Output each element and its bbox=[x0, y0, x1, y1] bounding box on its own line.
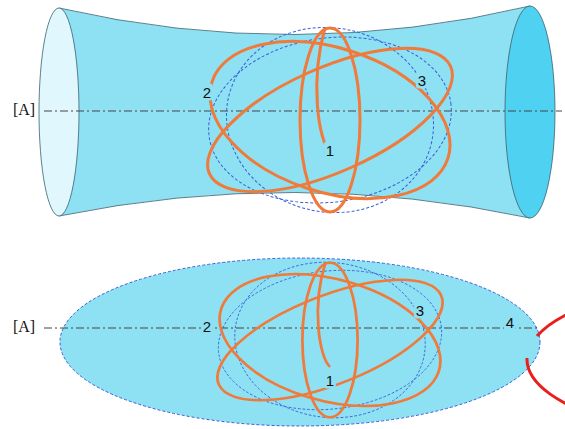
axis-label: [A] bbox=[11, 318, 37, 336]
axis-line bbox=[44, 328, 540, 329]
callout-number: 1 bbox=[324, 142, 336, 159]
axis-line bbox=[44, 111, 562, 112]
red-geodesic bbox=[527, 279, 565, 429]
geodesic-curves bbox=[188, 8, 471, 231]
callout-number: 4 bbox=[504, 314, 516, 331]
callout-number: 3 bbox=[414, 302, 426, 319]
ellipsoid-body bbox=[60, 258, 540, 426]
callout-number: 3 bbox=[416, 72, 428, 89]
callout-number: 1 bbox=[324, 372, 336, 389]
hyperboloid-end bbox=[39, 8, 79, 216]
callout-number: 2 bbox=[201, 318, 213, 335]
geodesic-curves bbox=[200, 246, 461, 429]
axis-label: [A] bbox=[11, 101, 37, 119]
hyperboloid-end bbox=[505, 6, 555, 218]
callout-number: 2 bbox=[201, 84, 213, 101]
